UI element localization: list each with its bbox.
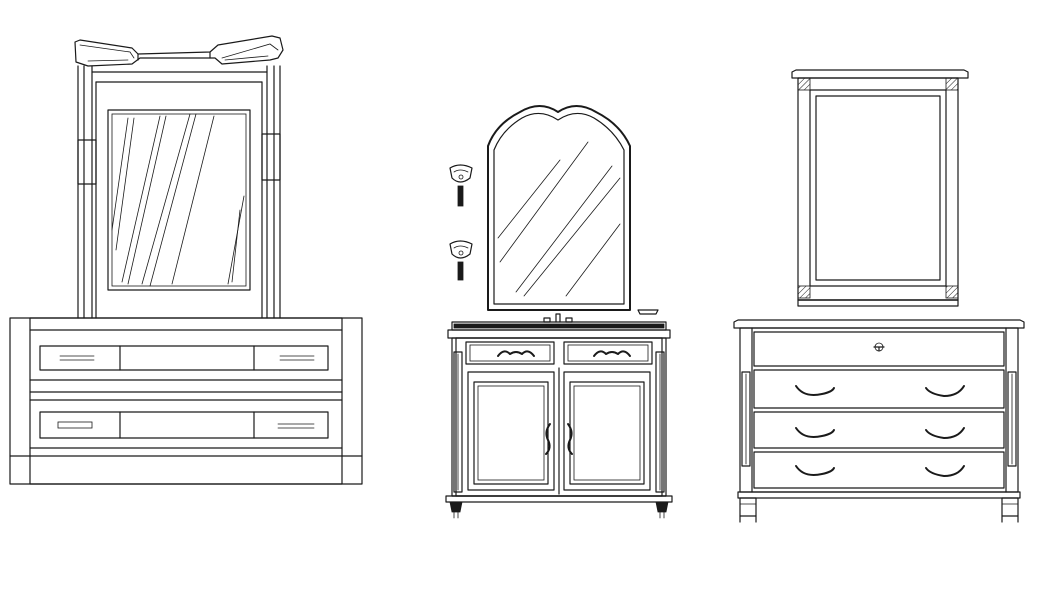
framed-mirror <box>791 69 969 307</box>
dresser-with-tilting-mirror <box>9 35 363 485</box>
vanity-door-right <box>563 371 651 491</box>
vanity-drawer-right <box>563 341 653 365</box>
chest-body <box>737 327 1021 499</box>
arched-mirror <box>487 105 631 311</box>
vanity-cabinet-with-arched-mirror <box>445 105 673 519</box>
vanity-cabinet-body <box>445 329 673 503</box>
chest-feet <box>739 497 1019 523</box>
wall-sconce-lower <box>449 240 473 281</box>
vanity-drawer-left <box>465 341 555 365</box>
faucet <box>555 313 561 323</box>
chest-drawer-3 <box>753 411 1005 449</box>
wall-sconce-upper <box>449 164 473 207</box>
vanity-door-left <box>467 371 555 491</box>
chest-drawer-4 <box>753 451 1005 489</box>
chest-drawer-top <box>753 331 1005 367</box>
dresser-lower-drawer <box>39 411 329 439</box>
tilting-mirror <box>107 109 251 291</box>
dresser-upper-drawer <box>39 345 329 371</box>
chest-top <box>733 319 1025 329</box>
mirror-posts <box>77 65 281 319</box>
chest-drawer-2 <box>753 369 1005 409</box>
vanity-countertop <box>451 313 667 331</box>
soap-dish <box>637 309 659 315</box>
mirror-crest <box>74 35 284 67</box>
vanity-feet <box>449 501 669 519</box>
dresser-body <box>9 317 363 485</box>
chest-of-drawers-with-framed-mirror <box>733 69 1025 523</box>
